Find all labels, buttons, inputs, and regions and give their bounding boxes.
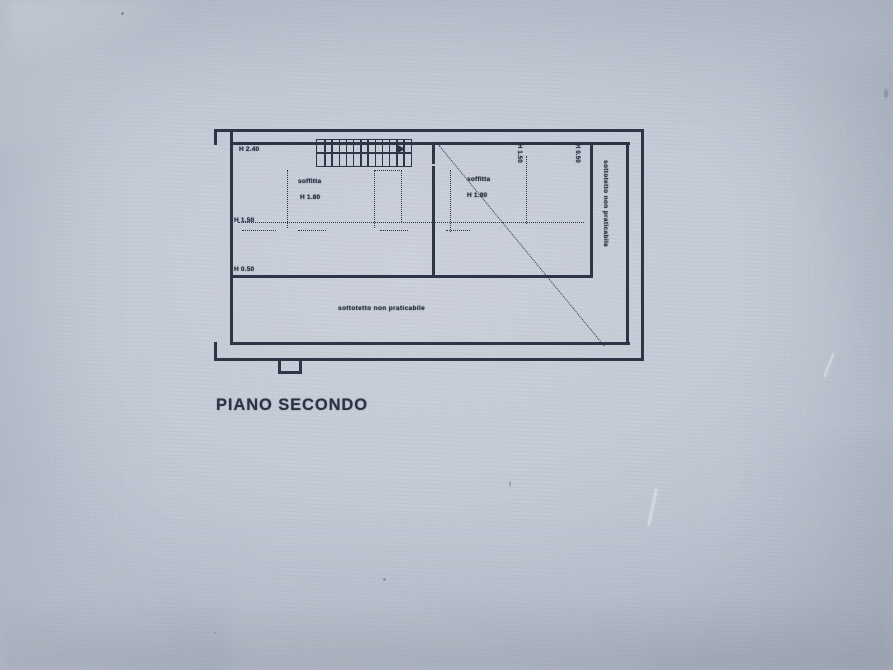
label-h180-left: H 1.80 — [300, 194, 321, 201]
floor-plan-drawing: H 2.40 H 1.50 H 0.50 soffitta H 1.80 sof… — [212, 112, 652, 374]
staircase-step — [324, 140, 326, 166]
staircase-step — [353, 140, 355, 166]
paper-speck — [884, 89, 888, 98]
label-sottotetto-bottom: sottotetto non praticabile — [338, 305, 426, 312]
outer-wall-left-stub-top — [214, 129, 217, 145]
door-opening-center — [432, 164, 436, 166]
paper-crease-top-left — [0, 0, 229, 154]
dotted-line-top-fragment — [374, 170, 402, 171]
staircase-midline — [317, 152, 411, 154]
paper-shadow-bottom-right — [560, 440, 893, 670]
outer-wall-right — [641, 129, 644, 361]
paper-scratch-right — [823, 352, 835, 378]
staircase-step — [403, 140, 405, 166]
dotted-line-vertical — [450, 170, 451, 232]
interior-wall-center-vertical — [432, 142, 436, 278]
perimeter-wall-right — [626, 142, 630, 345]
paper-speck — [509, 481, 511, 487]
label-sottotetto-right: sottotetto non praticabile — [602, 160, 609, 248]
bottom-notch-right — [299, 358, 302, 374]
paper-shadow-bottom — [0, 600, 893, 670]
dotted-line-vertical — [526, 156, 527, 224]
label-h240: H 2.40 — [239, 146, 260, 153]
paper-speck — [214, 632, 216, 634]
bottom-notch-bottom — [278, 371, 302, 374]
outer-wall-top — [214, 129, 644, 132]
paper-speck — [121, 12, 124, 15]
staircase — [316, 139, 412, 167]
staircase-step — [360, 140, 362, 166]
outer-wall-bottom — [214, 358, 644, 361]
height-limit-line-fragment — [242, 230, 276, 231]
height-limit-line-h150 — [238, 222, 584, 223]
dotted-line-vertical — [374, 170, 375, 228]
label-h050-left: H 0.50 — [234, 266, 255, 273]
paper-crease-top-left-2 — [10, 0, 180, 60]
outer-wall-left-stub-bottom — [214, 342, 217, 361]
outer-wall-left-notch — [230, 129, 233, 146]
height-limit-line-fragment — [446, 230, 470, 231]
bottom-notch-left — [278, 358, 281, 374]
staircase-step — [374, 140, 376, 166]
label-h150-left: H 1.50 — [234, 217, 255, 224]
staircase-step — [345, 140, 348, 166]
label-h150-vertical: H 1.50 — [516, 144, 522, 163]
label-h050-vertical: H 0.50 — [574, 144, 580, 163]
dotted-line-vertical — [287, 170, 288, 228]
paper-scratch-lower-right — [647, 488, 658, 526]
dotted-line-vertical — [401, 170, 402, 222]
height-limit-line-fragment — [380, 230, 408, 231]
interior-wall-right-vertical — [590, 142, 594, 278]
label-soffitta-left: soffitta — [298, 178, 322, 185]
interior-wall-horizontal — [230, 275, 593, 279]
paper-shadow-right — [760, 60, 893, 390]
staircase-step — [389, 140, 391, 166]
perimeter-wall-left — [230, 142, 234, 345]
staircase-step — [338, 140, 340, 166]
perimeter-wall-bottom — [230, 342, 630, 346]
staircase-step — [331, 140, 333, 166]
page-title: PIANO SECONDO — [216, 396, 368, 414]
staircase-direction-arrow-icon — [398, 145, 405, 153]
paper-speck — [383, 578, 386, 581]
staircase-step — [367, 140, 369, 166]
label-h180-right: H 1.80 — [467, 192, 488, 199]
paper-crease-bottom-center — [230, 560, 650, 670]
perimeter-wall-top — [230, 142, 630, 146]
height-limit-line-fragment — [298, 230, 326, 231]
roof-slope-diagonal-line — [438, 145, 605, 347]
staircase-step — [381, 140, 384, 166]
paper-crease-bottom-left — [0, 500, 250, 670]
label-soffitta-right: soffitta — [467, 176, 491, 183]
staircase-step — [396, 140, 398, 166]
